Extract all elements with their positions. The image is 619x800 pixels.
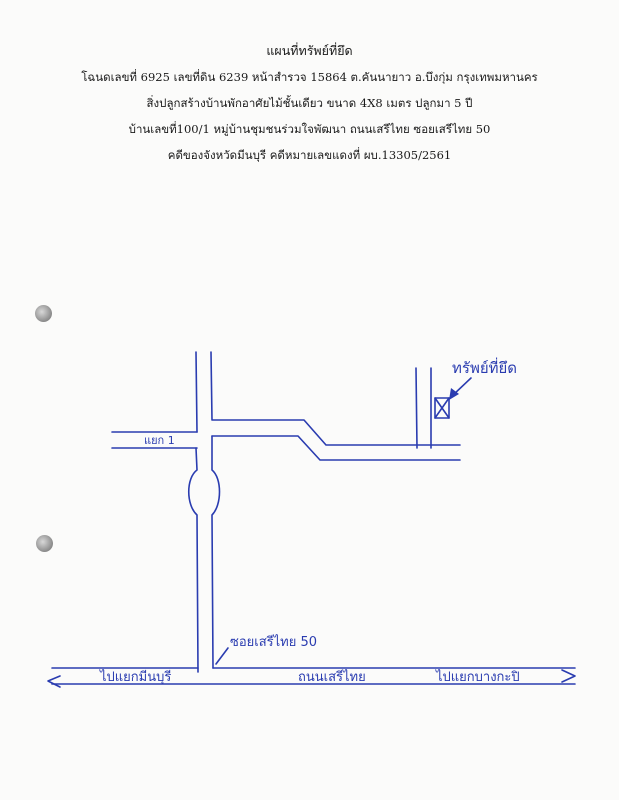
left-direction-label: ไปแยกมีนบุรี (99, 669, 171, 685)
soi-label-leader (215, 647, 229, 665)
branch-label: แยก 1 (144, 434, 175, 447)
property-lane (211, 435, 461, 461)
pointer-arrowhead-icon (449, 388, 459, 400)
soi-road-left-edge (187, 351, 199, 673)
punch-hole-top (35, 305, 52, 322)
building-line: สิ่งปลูกสร้างบ้านพักอาศัยไม้ชั้นเดียว ขน… (146, 96, 473, 110)
branch-road (111, 431, 198, 449)
soi-road-right-edge (210, 351, 461, 669)
document-title: แผนที่ทรัพย์ที่ยึด (266, 43, 353, 58)
arrow-right-icon (561, 669, 576, 683)
property-label: ทรัพย์ที่ยึด (452, 357, 517, 377)
address-line: บ้านเลขที่100/1 หมู่บ้านชุมชนร่วมใจพัฒนา… (128, 122, 491, 136)
property-cross-icon (434, 397, 450, 419)
punch-hole-bottom (36, 535, 53, 552)
right-direction-label: ไปแยกบางกะปิ (435, 669, 520, 685)
arrow-left-icon (47, 675, 61, 688)
case-line: คดีของจังหวัดมีนบุรี คดีหมายเลขแดงที่ ผบ… (167, 148, 452, 162)
document-header: แผนที่ทรัพย์ที่ยึด โฉนดเลขที่ 6925 เลขที… (0, 38, 619, 168)
title-deed-line: โฉนดเลขที่ 6925 เลขที่ดิน 6239 หน้าสำรวจ… (81, 70, 538, 84)
property-plot-lines (415, 367, 432, 449)
property-box (434, 397, 450, 419)
road-label: ถนนเสรีไทย (298, 669, 366, 685)
soi-label: ซอยเสรีไทย 50 (230, 634, 317, 650)
